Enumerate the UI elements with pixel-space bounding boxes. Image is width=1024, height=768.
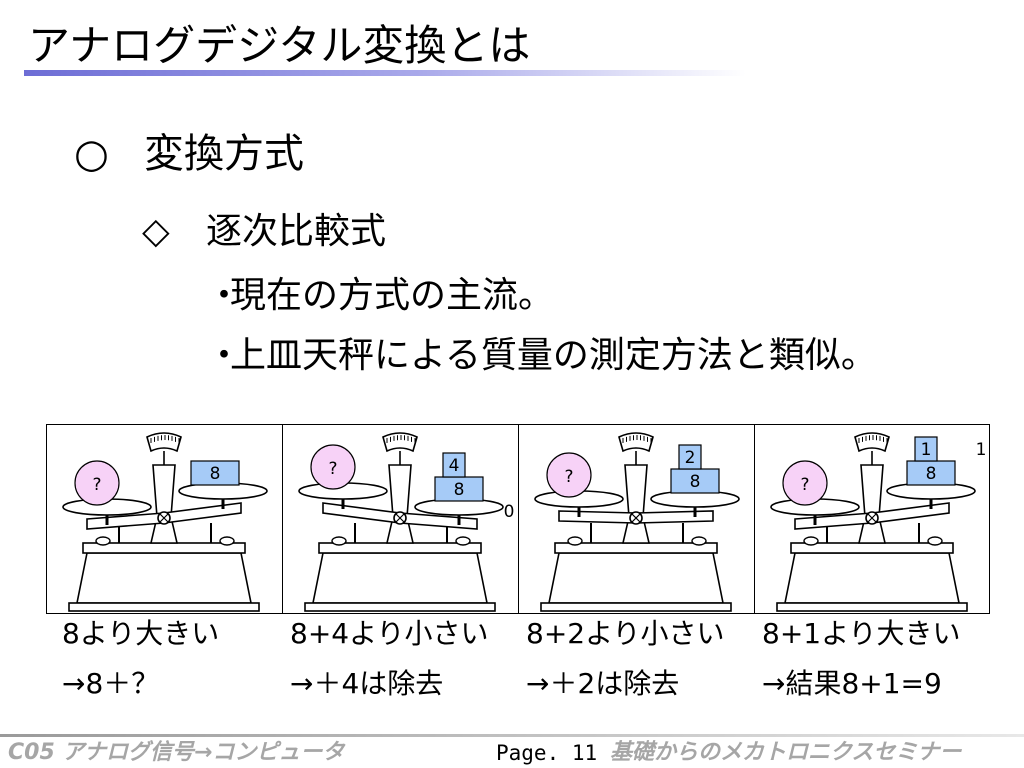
knob <box>219 536 235 546</box>
balance-panel: ? 8 4 0 <box>283 425 519 613</box>
bullet-text: 上皿天秤による質量の測定方法と類似。 <box>230 335 877 376</box>
weight-label: 8 <box>454 480 465 500</box>
bullet-item: ・現在の方式の主流。 <box>206 272 554 320</box>
balance-scale-illustration: ?8 <box>62 432 268 612</box>
section-heading-text: 変換方式 <box>144 131 304 177</box>
unknown-mass <box>310 444 356 490</box>
subheading: ◇ 逐次比較式 <box>142 208 386 256</box>
footer-course-title: C05 アナログ信号→コンピュータ <box>8 740 345 765</box>
knob <box>927 536 943 546</box>
gauge-head <box>146 432 182 453</box>
knob <box>455 536 471 546</box>
scale-base <box>312 552 488 604</box>
scale-pillar <box>388 464 412 518</box>
dot-bullet-icon: ・ <box>206 275 243 316</box>
balance-scale-illustration: ? 8 2 <box>534 432 740 612</box>
footer-divider <box>0 734 1024 737</box>
knob <box>331 536 347 546</box>
panel-caption-comparison: 8+1より大きい <box>762 617 961 650</box>
weight-block <box>442 452 466 478</box>
panel-caption-comparison: 8+2より小さい <box>526 617 725 650</box>
scale-foot <box>68 602 260 612</box>
panel-caption-result: →結果8+1=9 <box>762 667 942 700</box>
panel-divider <box>282 425 283 613</box>
unknown-mass <box>782 460 828 506</box>
unknown-mass <box>546 452 592 498</box>
knob <box>691 536 707 546</box>
weight-block <box>678 444 702 470</box>
bullet-text: 現在の方式の主流。 <box>230 275 555 316</box>
weight-label: 8 <box>210 464 221 484</box>
footer-page-number: Page. 11 <box>496 741 598 765</box>
weight-label: 1 <box>921 440 932 460</box>
dot-bullet-icon: ・ <box>206 335 243 376</box>
scale-foot <box>304 602 496 612</box>
panel-caption-result: →8＋？ <box>62 667 160 700</box>
slide-title: アナログデジタル変換とは <box>28 21 531 70</box>
unknown-mass-label: ? <box>328 459 337 479</box>
knob <box>803 536 819 546</box>
balance-scale-illustration: ? 8 1 1 <box>770 432 987 612</box>
diamond-bullet-icon: ◇ <box>142 211 170 252</box>
knob <box>95 536 111 546</box>
scale-foot <box>776 602 968 612</box>
scale-base <box>76 552 252 604</box>
gauge-head <box>854 432 890 453</box>
scale-pillar <box>624 464 648 518</box>
section-heading: ○ 変換方式 <box>74 128 304 180</box>
knob <box>567 536 583 546</box>
scale-pillar <box>152 464 176 518</box>
weight-label: 8 <box>926 464 937 484</box>
unknown-mass <box>74 460 120 506</box>
unknown-mass-label: ? <box>92 475 101 495</box>
scale-pillar <box>860 464 884 518</box>
scale-base <box>784 552 960 604</box>
circle-bullet-icon: ○ <box>74 131 109 177</box>
balance-panel: ?8 <box>47 425 283 613</box>
subheading-text: 逐次比較式 <box>206 211 387 252</box>
panel-caption-comparison: 8+4より小さい <box>290 617 489 650</box>
bullet-item: ・上皿天秤による質量の測定方法と類似。 <box>206 332 877 380</box>
footer-seminar-name: 基礎からのメカトロニクスセミナー <box>610 740 962 765</box>
side-note: 0 <box>504 502 515 522</box>
unknown-mass-label: ? <box>800 475 809 495</box>
side-note: 1 <box>976 440 987 460</box>
weight-block <box>670 468 720 494</box>
panel-caption-result: →＋2は除去 <box>526 667 680 700</box>
unknown-mass-label: ? <box>564 467 573 487</box>
gauge-head <box>618 432 654 453</box>
scale-foot <box>540 602 732 612</box>
panel-caption-result: →＋4は除去 <box>290 667 444 700</box>
title-underline <box>24 70 746 76</box>
weight-block <box>914 436 938 462</box>
gauge-head <box>382 432 418 453</box>
panel-divider <box>518 425 519 613</box>
panel-divider <box>754 425 755 613</box>
balance-panel: ? 8 1 1 <box>755 425 991 613</box>
weight-block <box>190 460 240 486</box>
weight-block <box>434 476 484 502</box>
balance-panel: ? 8 2 <box>519 425 755 613</box>
weight-block <box>906 460 956 486</box>
weight-label: 2 <box>685 448 696 468</box>
panel-caption-comparison: 8より大きい <box>62 617 220 650</box>
weight-label: 8 <box>690 472 701 492</box>
balance-scale-illustration: ? 8 4 0 <box>298 432 515 612</box>
weight-label: 4 <box>449 456 460 476</box>
scale-base <box>548 552 724 604</box>
